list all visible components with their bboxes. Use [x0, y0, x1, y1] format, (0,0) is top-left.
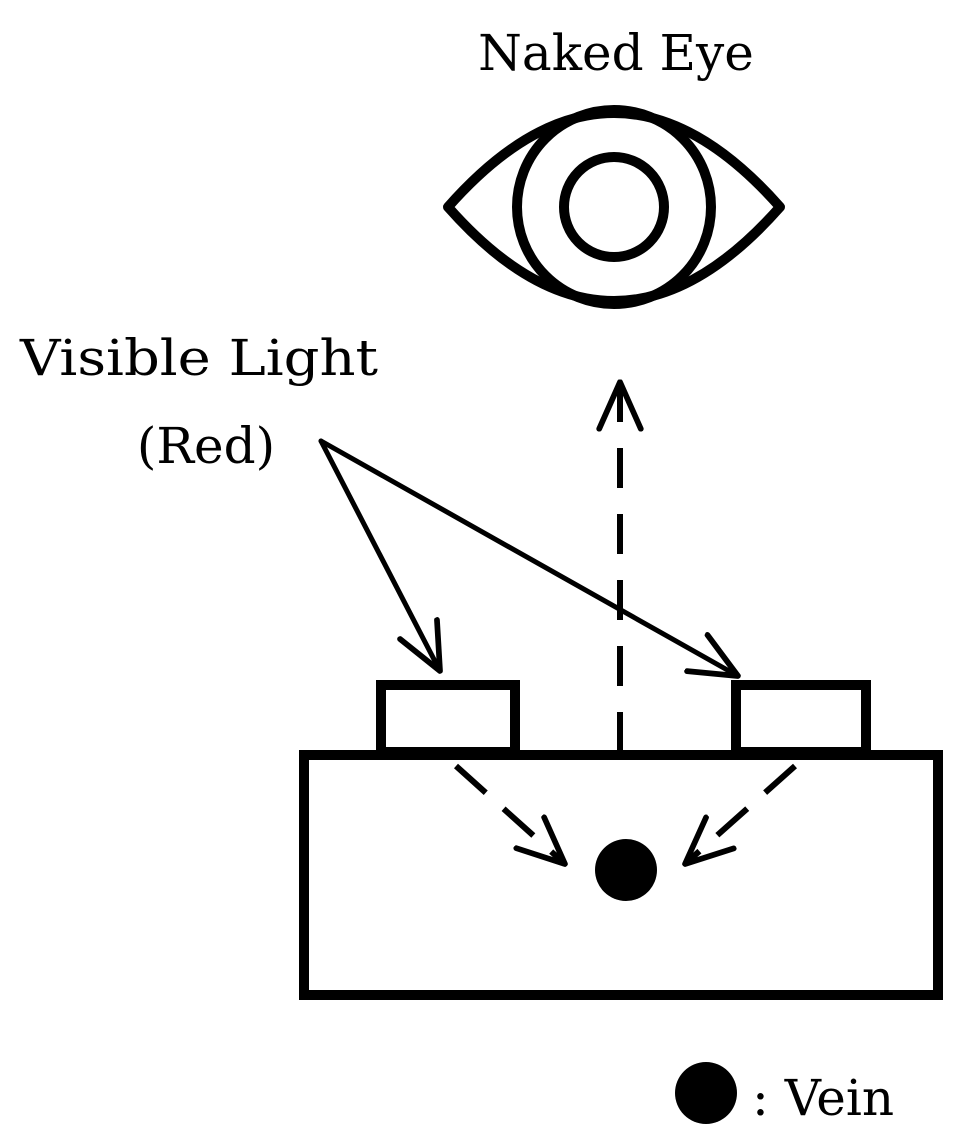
visible-light-label: Visible Light — [19, 329, 378, 387]
scattered-light-arrow-left — [453, 763, 565, 864]
naked-eye-icon — [443, 105, 785, 309]
light-source-left — [376, 680, 520, 757]
vein-dot — [595, 839, 657, 901]
legend-vein-dot — [675, 1062, 737, 1124]
scattered-light-arrow-right — [685, 763, 797, 864]
light-source-right — [731, 680, 871, 757]
legend-label: : Vein — [752, 1069, 894, 1127]
skin-tissue-block — [299, 750, 943, 1000]
eye-label: Naked Eye — [478, 24, 754, 82]
incident-light-arrow-left — [318, 438, 440, 671]
incident-light-arrow-right — [318, 438, 738, 676]
red-label: (Red) — [137, 417, 275, 475]
